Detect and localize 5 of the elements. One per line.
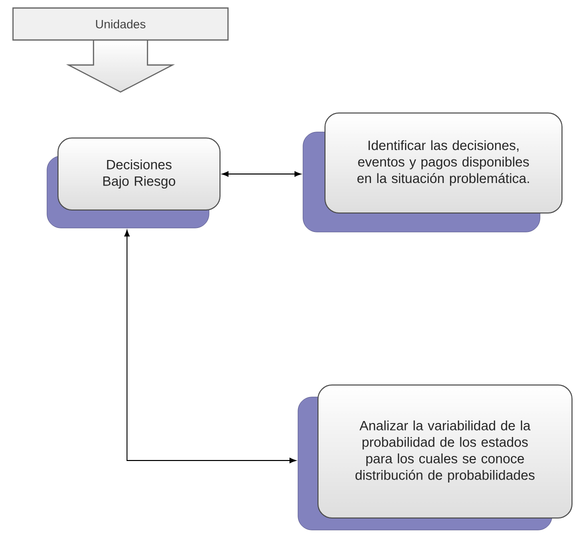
arrow — [124, 230, 296, 464]
arrow — [222, 171, 302, 177]
process-box: Decisiones Bajo Riesgo — [46, 138, 220, 228]
process-box: Analizar la variabilidad de la probabilidad de los estados para los cuales se conoce distribución de probabilidades — [298, 384, 572, 530]
process-box: Identificar las decisiones, eventos y pagos disponibles en la situación problemática. — [302, 112, 562, 232]
